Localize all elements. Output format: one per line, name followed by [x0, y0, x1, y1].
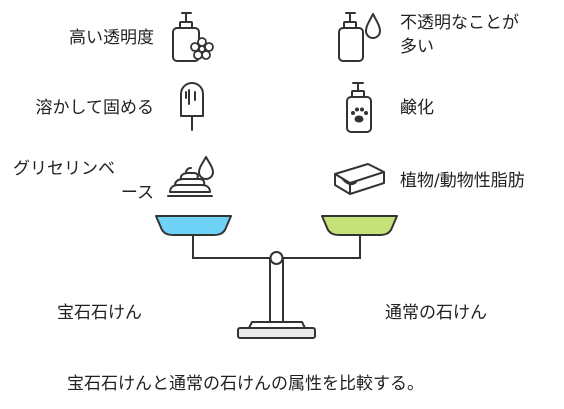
scale-base-plate — [237, 327, 316, 339]
caption: 宝石石けんと通常の石けんの属性を比較する。 — [67, 374, 424, 394]
soap-bottle-paw-icon — [344, 80, 376, 136]
soap-bottle-drop-icon — [336, 10, 386, 66]
popsicle-mold-icon — [176, 80, 208, 136]
left-pan — [155, 215, 232, 236]
soap-bar-icon — [332, 158, 388, 198]
feature-label-often-opaque-line1: 不透明なことが — [400, 13, 519, 33]
soap-bottle-flower-icon — [166, 10, 220, 66]
feature-label-high-transparency: 高い透明度 — [69, 28, 154, 48]
scale-pillar — [269, 259, 284, 323]
glycerin-drop-icon — [166, 154, 222, 204]
feature-label-glycerin-base-line1: グリセリンベ — [13, 159, 115, 179]
right-panel-title: 通常の石けん — [385, 303, 487, 323]
feature-label-plant-animal-fat: 植物/動物性脂肪 — [400, 171, 525, 191]
feature-label-saponification: 鹸化 — [400, 98, 434, 118]
right-pan — [321, 215, 398, 236]
feature-label-glycerin-base-line2: ース — [120, 183, 154, 203]
feature-label-melt-and-pour: 溶かして固める — [35, 98, 155, 118]
scale-pivot — [269, 251, 284, 265]
left-panel-title: 宝石石けん — [57, 303, 142, 323]
feature-label-often-opaque-line2: 多い — [400, 37, 434, 57]
